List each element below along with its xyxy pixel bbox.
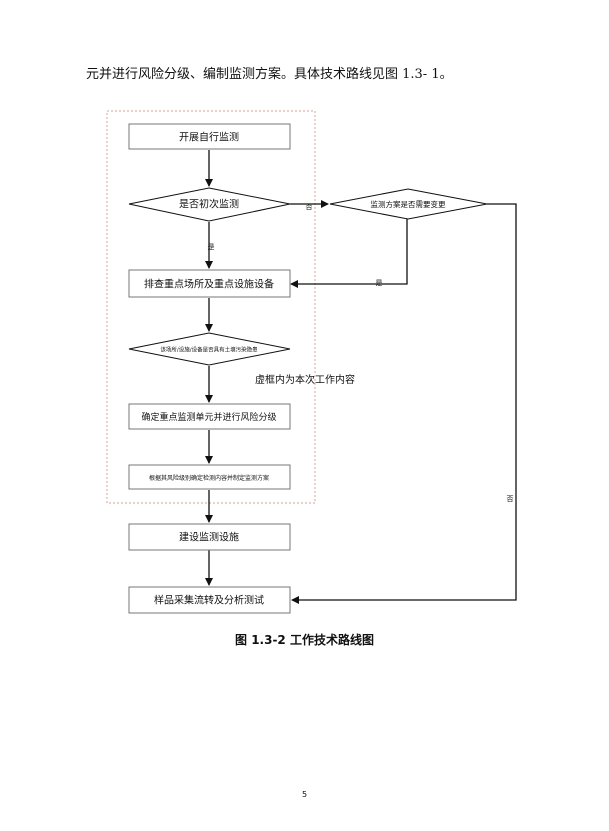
scope-dashed-frame (106, 110, 316, 504)
page-number: 5 (301, 790, 308, 799)
node-plan-change-label: 监测方案是否需要变更 (371, 199, 446, 209)
node-inspect-box (128, 269, 291, 298)
node-sample-label: 样品采集流转及分析测试 (154, 594, 264, 607)
label-change-yes: 是 (376, 279, 383, 287)
node-first-time-label: 是否初次监测 (179, 198, 239, 211)
node-build-box (128, 523, 291, 551)
node-build-label: 建设监测设施 (179, 531, 239, 544)
node-inspect-label: 排查重点场所及重点设施设备 (144, 278, 274, 291)
node-determine-label: 确定重点监测单元并进行风险分级 (141, 411, 276, 423)
node-first-time-diamond (128, 187, 291, 222)
node-hazard-label: 该场所/设施/设备是否具有土壤污染隐患 (160, 346, 258, 354)
node-sample-box (128, 586, 291, 614)
label-first-yes: 是 (208, 243, 215, 251)
node-determine-box (128, 403, 291, 430)
node-plan-label: 根据其风险级别确定检测内容并制定监测方案 (149, 474, 269, 482)
edge-change-no (291, 203, 517, 604)
figure-caption: 图 1.3-2 工作技术路线图 (235, 633, 374, 647)
edge-change-yes (290, 219, 408, 288)
label-first-no: 否 (306, 203, 313, 211)
node-start-box (128, 123, 291, 150)
node-start-label: 开展自行监测 (179, 131, 239, 144)
scope-note: 虚框内为本次工作内容 (255, 373, 355, 386)
node-plan-change-diamond (329, 188, 488, 220)
node-hazard-diamond (128, 332, 291, 366)
node-plan-box (128, 464, 291, 490)
label-change-no: 否 (507, 495, 514, 503)
intro-paragraph: 元并进行风险分级、编制监测方案。具体技术路线见图 1.3- 1。 (86, 67, 453, 82)
